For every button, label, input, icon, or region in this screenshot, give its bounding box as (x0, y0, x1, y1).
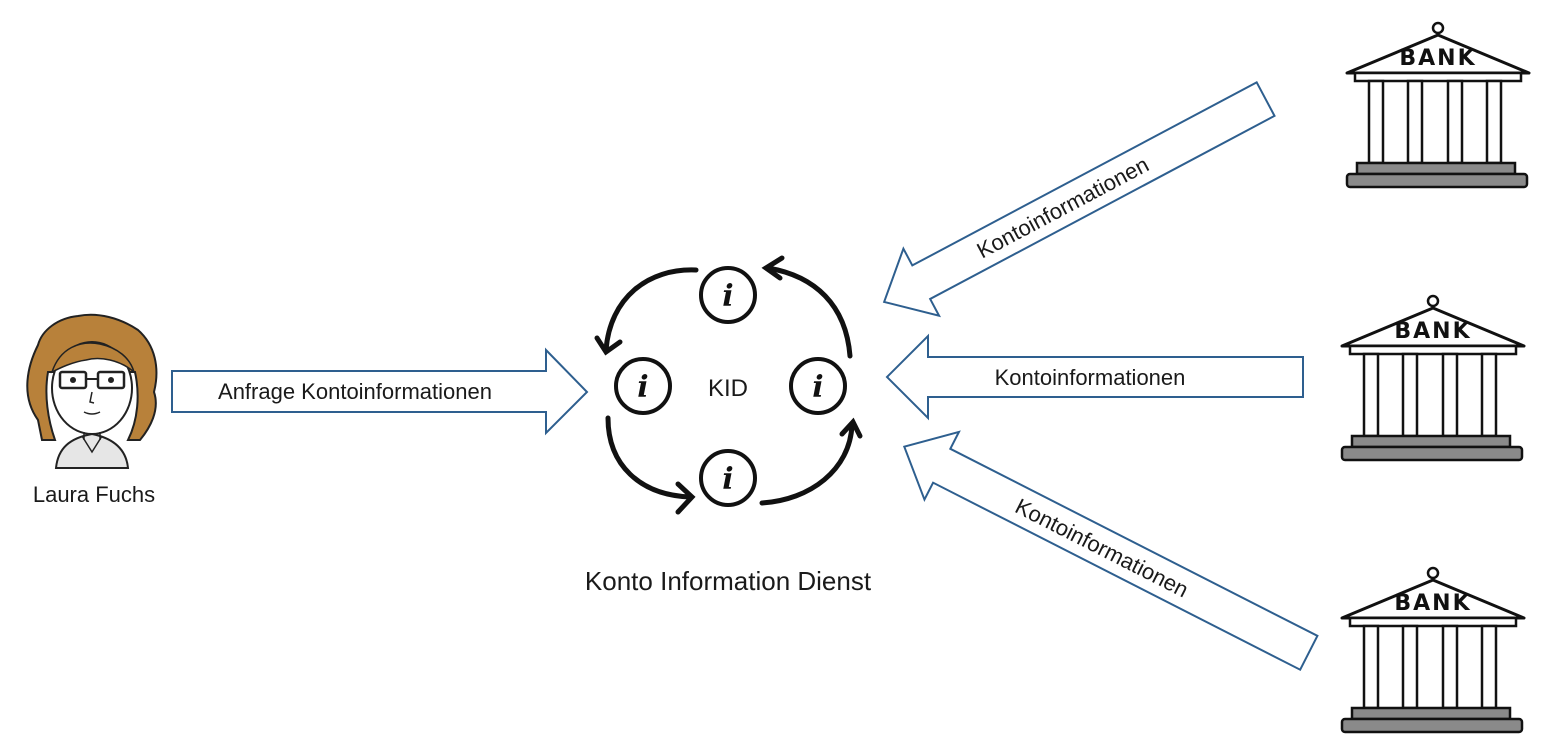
bank-1-arrow (882, 80, 1276, 318)
request-arrow-label: Anfrage Kontoinformationen (218, 379, 492, 404)
bank-3-arrow-label: Kontoinformationen (1011, 493, 1192, 602)
info-node-top: i (699, 266, 757, 324)
bank-3-arrow (902, 430, 1319, 672)
svg-text:BANK: BANK (1394, 591, 1471, 616)
bank-2-icon: BANK (1340, 294, 1526, 462)
person-avatar (26, 313, 158, 469)
cycle-arrow-bottom-left (605, 415, 693, 500)
bank-3-icon: BANK (1340, 566, 1526, 734)
bank-2-arrow-label: Kontoinformationen (995, 365, 1186, 390)
bank-1-icon: BANK (1345, 21, 1531, 189)
cycle-arrow-top-right (765, 265, 853, 359)
svg-text:BANK: BANK (1399, 46, 1476, 71)
bank-1-arrow-label: Kontoinformationen (973, 152, 1153, 264)
svg-text:i: i (722, 279, 733, 314)
info-node-right: i (789, 357, 847, 415)
info-node-bottom: i (699, 449, 757, 507)
person-name: Laura Fuchs (33, 482, 155, 507)
bank-2-arrow (885, 333, 1304, 421)
kid-cycle (594, 255, 863, 515)
svg-text:i: i (637, 370, 648, 405)
svg-text:i: i (722, 462, 733, 497)
cycle-arrow-top-left (603, 267, 699, 353)
svg-text:BANK: BANK (1394, 319, 1471, 344)
info-node-left: i (614, 357, 672, 415)
cycle-arrow-bottom-right (759, 422, 855, 506)
service-full-name: Konto Information Dienst (585, 566, 872, 596)
service-short-name: KID (708, 375, 748, 402)
request-arrow (171, 347, 589, 436)
svg-text:i: i (812, 370, 823, 405)
